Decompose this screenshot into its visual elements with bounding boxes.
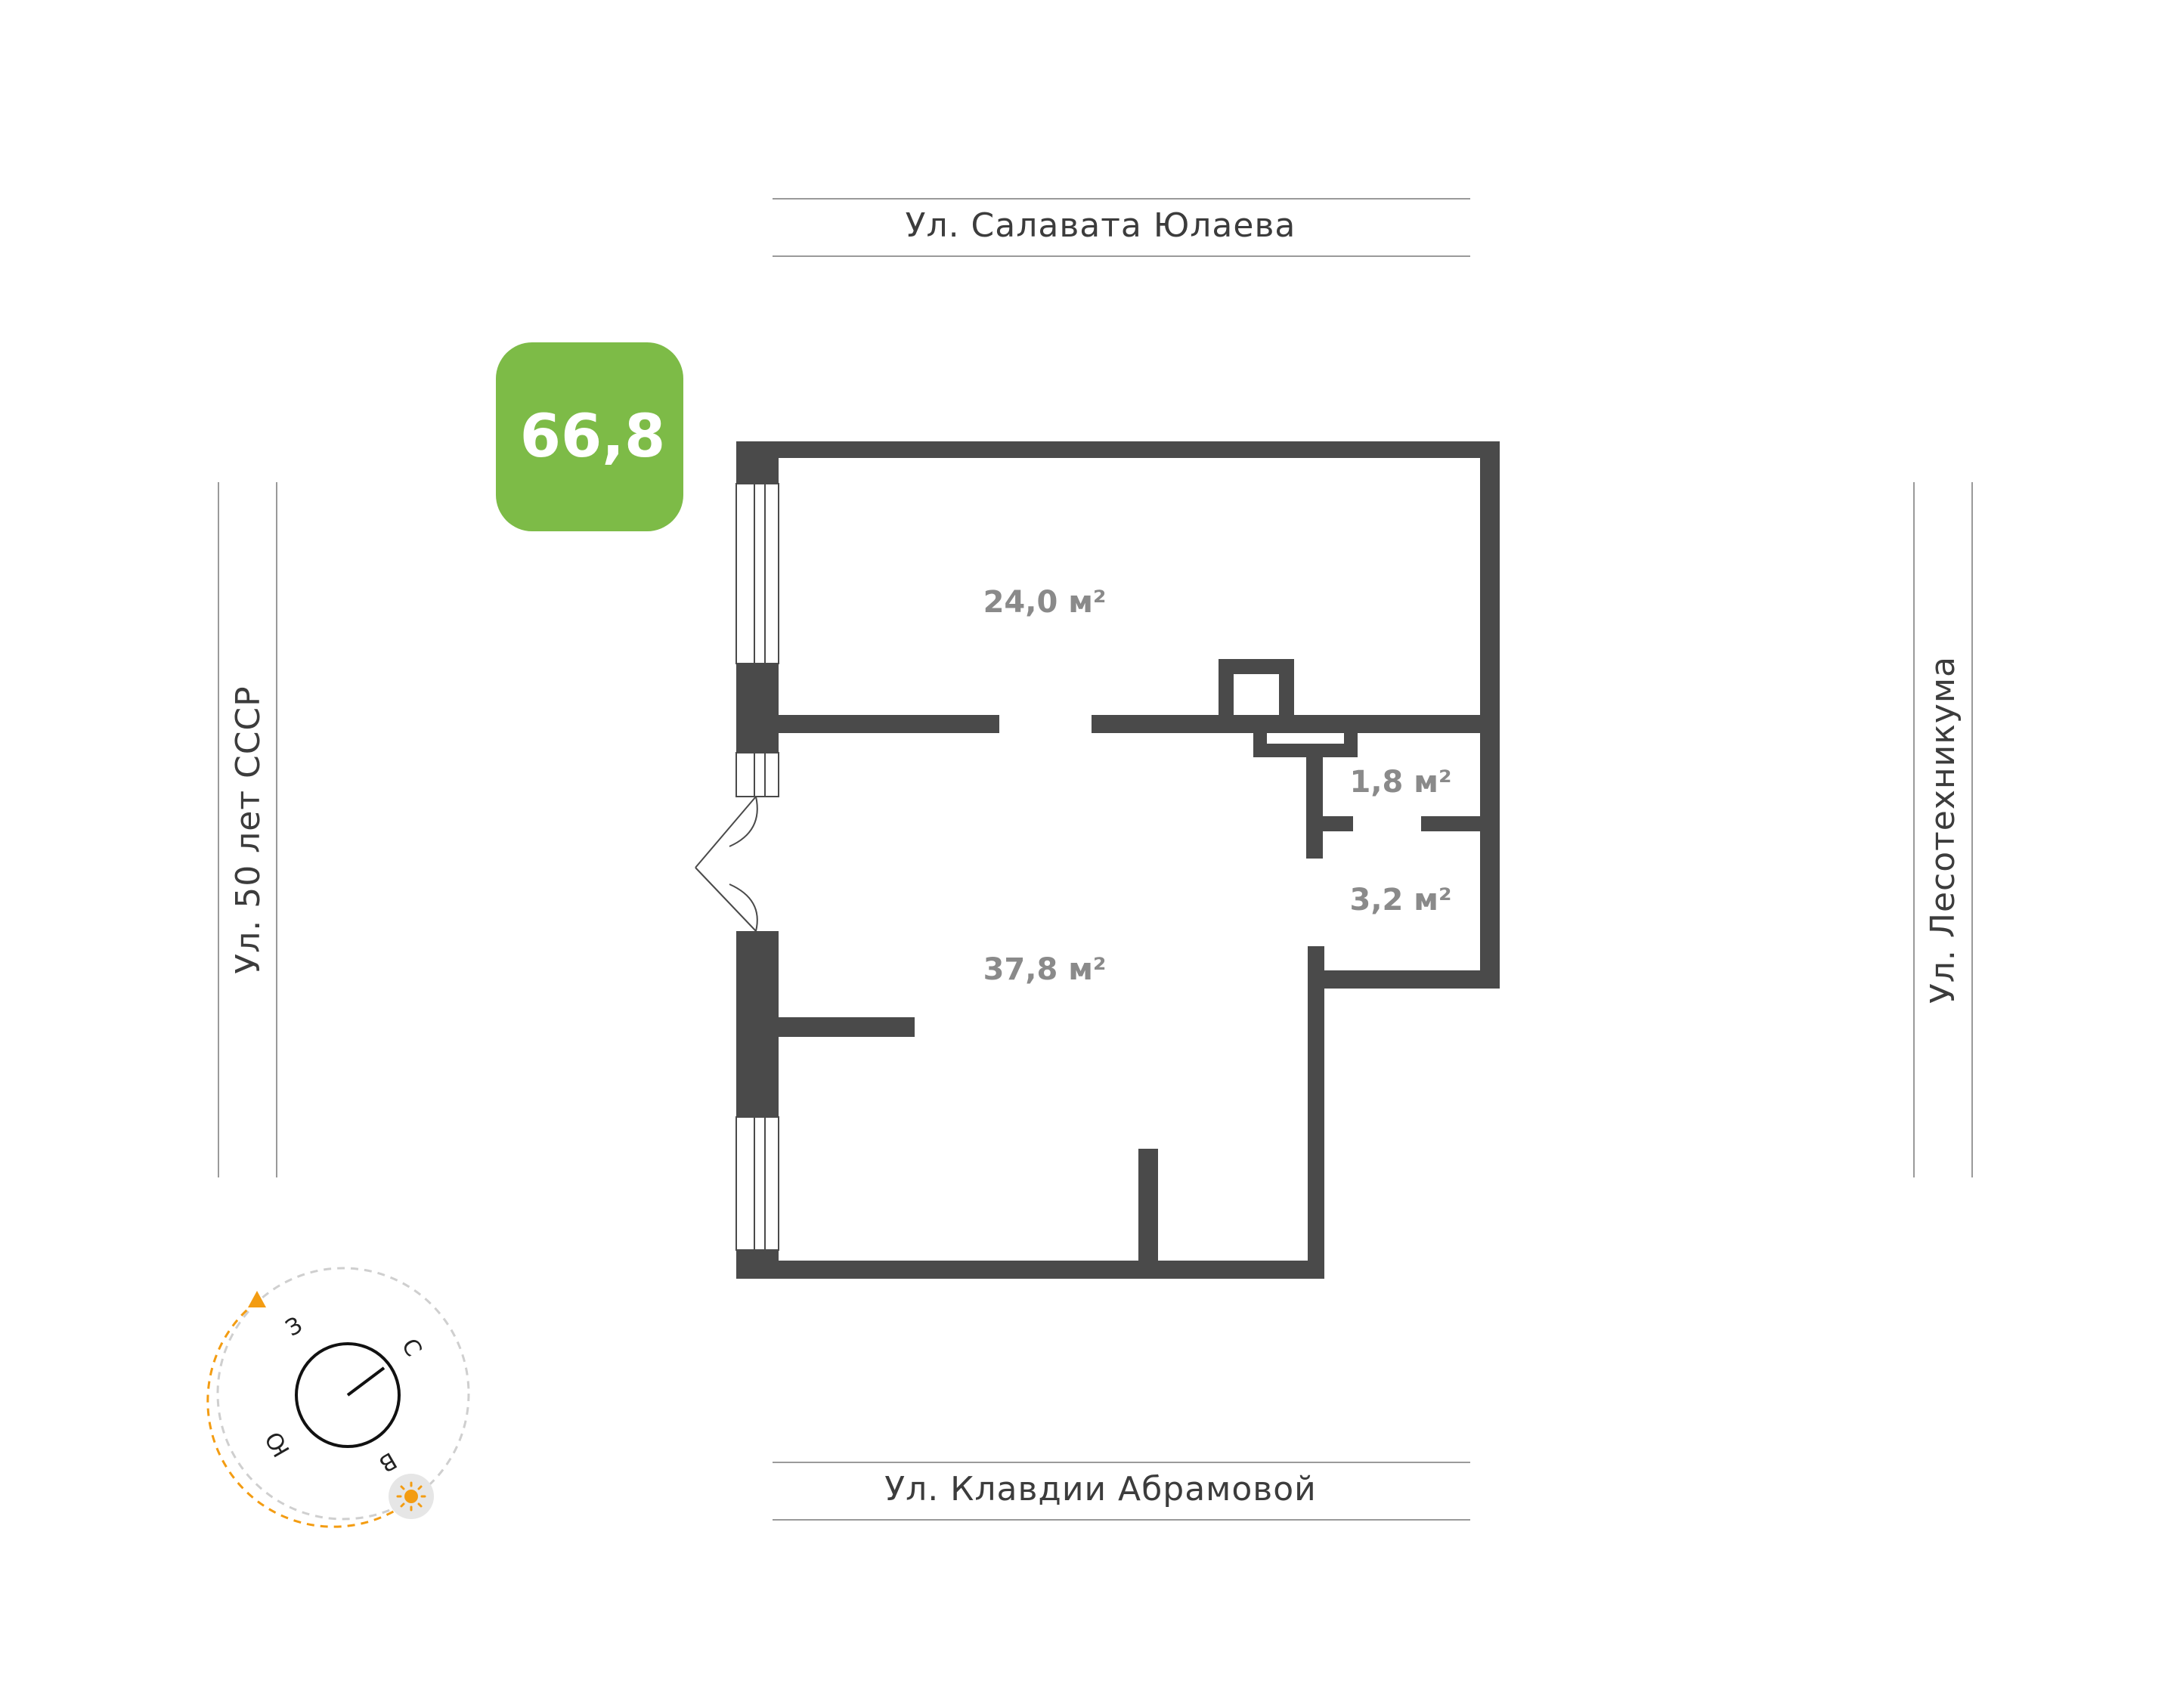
window-left-lower (735, 1116, 779, 1251)
room-area-living: 24,0 м² (983, 585, 1107, 620)
street-left: Ул. 50 лет СССР (218, 482, 277, 1177)
sun-path (206, 1300, 410, 1528)
sun-icon (396, 1481, 426, 1512)
total-area-badge: 66,8 (496, 342, 683, 531)
sun-path-arrow-icon (248, 1291, 266, 1307)
street-top-label: Ул. Салавата Юлаева (906, 206, 1296, 245)
compass-dial (295, 1342, 401, 1448)
street-bottom-label: Ул. Клавдии Абрамовой (884, 1470, 1316, 1508)
compass-needle (346, 1366, 386, 1397)
compass: С З Ю В (206, 1267, 470, 1528)
room-area-kitchen: 37,8 м² (983, 952, 1107, 987)
compass-west: З (281, 1312, 307, 1342)
window-left-door-glass (735, 752, 779, 797)
total-area-value: 66,8 (520, 403, 665, 471)
compass-south: Ю (261, 1427, 296, 1462)
street-right: Ул. Лесотехникума (1913, 482, 1973, 1177)
walls (736, 441, 1500, 1279)
compass-north: С (396, 1334, 427, 1361)
street-bottom: Ул. Клавдии Абрамовой (773, 1462, 1470, 1521)
entrance-door (695, 796, 758, 932)
window-left-upper (735, 483, 779, 664)
room-area-bathroom: 1,8 м² (1350, 765, 1452, 800)
compass-orbit (216, 1267, 470, 1521)
room-area-hall: 3,2 м² (1350, 883, 1452, 917)
street-right-label: Ул. Лесотехникума (1924, 656, 1962, 1004)
street-top: Ул. Салавата Юлаева (773, 198, 1470, 257)
compass-east: В (374, 1447, 401, 1477)
street-left-label: Ул. 50 лет СССР (229, 685, 268, 973)
